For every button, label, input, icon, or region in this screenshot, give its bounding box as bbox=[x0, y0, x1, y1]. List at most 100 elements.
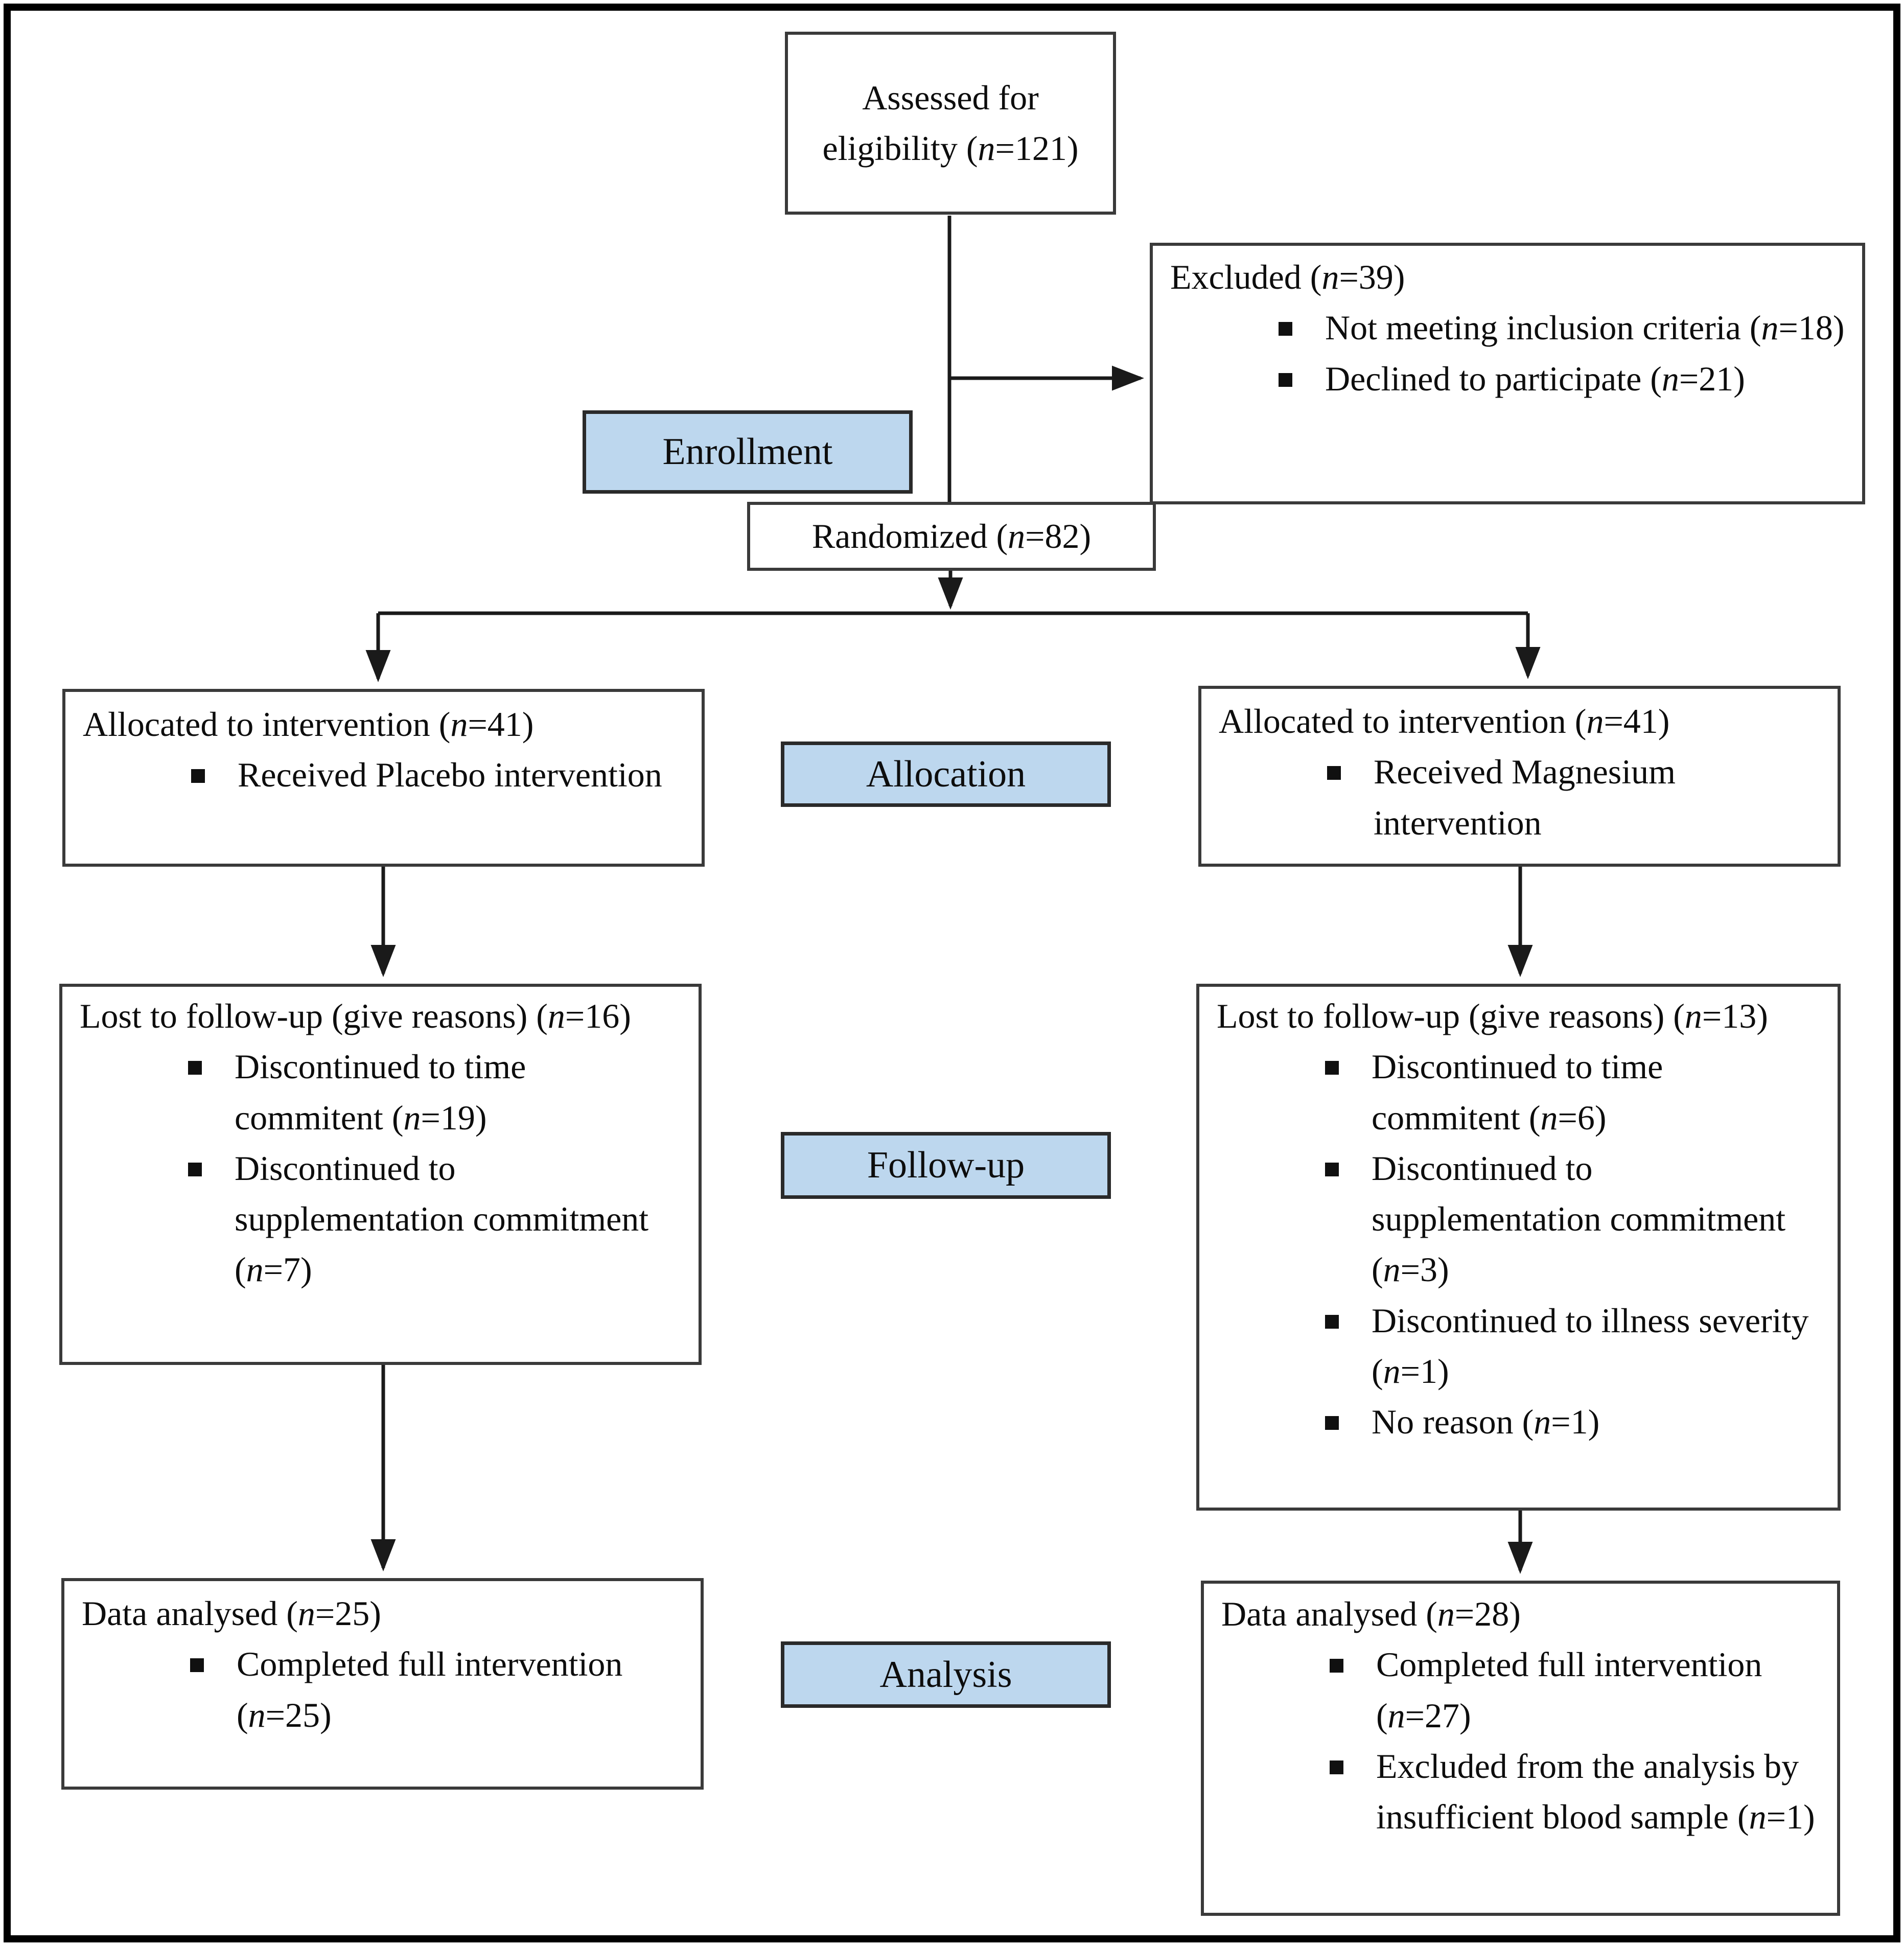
list-item: Discontinued to time commitent (n=6) bbox=[1325, 1041, 1820, 1143]
list-item: Discontinued to supplementation commitme… bbox=[188, 1143, 681, 1295]
text-pre: Received Magnesium intervention bbox=[1374, 752, 1676, 842]
square-bullet-icon bbox=[1325, 1061, 1339, 1075]
square-bullet-icon bbox=[1330, 1760, 1343, 1774]
text-pre: Discontinued to supplementation commitme… bbox=[1372, 1148, 1786, 1289]
followup-placebo-box: Lost to follow-up (give reasons) (n=16) … bbox=[59, 984, 702, 1365]
text-pre: No reason ( bbox=[1372, 1402, 1534, 1442]
followup-title: Lost to follow-up (give reasons) (n=13) bbox=[1217, 991, 1820, 1041]
text-post: =82) bbox=[1025, 516, 1092, 555]
text-post: =6) bbox=[1558, 1098, 1607, 1137]
stage-label-text: Analysis bbox=[879, 1653, 1012, 1696]
text-post: =1) bbox=[1551, 1402, 1600, 1442]
item-text: Completed full intervention (n=25) bbox=[237, 1639, 683, 1741]
n-italic: n bbox=[547, 997, 565, 1035]
list-item: Discontinued to supplementation commitme… bbox=[1325, 1143, 1820, 1295]
n-italic: n bbox=[403, 1098, 421, 1137]
text-pre: Data analysed ( bbox=[82, 1594, 298, 1633]
stage-label-allocation: Allocation bbox=[781, 742, 1111, 807]
text-pre: Lost to follow-up (give reasons) ( bbox=[1217, 997, 1685, 1035]
list-item: Received Magnesium intervention bbox=[1327, 747, 1820, 848]
allocation-placebo-box: Allocated to intervention (n=41) Receive… bbox=[62, 689, 705, 867]
n-italic: n bbox=[1383, 1250, 1401, 1289]
text-pre: Randomized ( bbox=[811, 516, 1008, 555]
list-item: Declined to participate (n=21) bbox=[1279, 354, 1845, 404]
text-pre: Completed full intervention ( bbox=[1376, 1645, 1762, 1735]
list-item: No reason (n=1) bbox=[1325, 1397, 1820, 1447]
n-italic: n bbox=[1749, 1797, 1767, 1837]
excluded-items: Not meeting inclusion criteria (n=18) De… bbox=[1170, 303, 1845, 404]
text-post: =13) bbox=[1702, 997, 1768, 1035]
text-post: =41) bbox=[468, 705, 534, 744]
square-bullet-icon bbox=[1330, 1659, 1343, 1673]
analysis-title: Data analysed (n=28) bbox=[1221, 1589, 1820, 1639]
text-post: =41) bbox=[1604, 702, 1670, 740]
n-italic: n bbox=[1661, 359, 1679, 398]
text-post: =28) bbox=[1454, 1594, 1521, 1633]
text-post: =1) bbox=[1766, 1797, 1815, 1837]
stage-label-enrollment: Enrollment bbox=[583, 410, 913, 494]
allocation-title: Allocated to intervention (n=41) bbox=[83, 699, 684, 750]
item-text: Received Magnesium intervention bbox=[1374, 747, 1820, 848]
item-text: Discontinued to time commitent (n=6) bbox=[1372, 1041, 1820, 1143]
text-pre: Data analysed ( bbox=[1221, 1594, 1437, 1633]
stage-label-analysis: Analysis bbox=[781, 1641, 1111, 1708]
text-post: =27) bbox=[1405, 1696, 1471, 1735]
n-italic: n bbox=[1534, 1402, 1551, 1442]
n-italic: n bbox=[1437, 1594, 1455, 1633]
excluded-box: Excluded (n=39) Not meeting inclusion cr… bbox=[1150, 243, 1865, 504]
text-post: =21) bbox=[1679, 359, 1745, 398]
list-item: Discontinued to time commitent (n=19) bbox=[188, 1041, 681, 1143]
square-bullet-icon bbox=[1327, 766, 1341, 780]
item-text: Completed full intervention (n=27) bbox=[1376, 1639, 1820, 1741]
item-text: Discontinued to time commitent (n=19) bbox=[235, 1041, 681, 1143]
list-item: Completed full intervention (n=25) bbox=[190, 1639, 683, 1741]
n-italic: n bbox=[297, 1594, 315, 1633]
square-bullet-icon bbox=[1325, 1314, 1339, 1329]
text-post: =18) bbox=[1778, 308, 1845, 348]
n-italic: n bbox=[1008, 516, 1026, 555]
item-text: Received Placebo intervention bbox=[238, 750, 662, 800]
n-italic: n bbox=[1684, 997, 1702, 1035]
square-bullet-icon bbox=[188, 1162, 202, 1176]
analysis-placebo-box: Data analysed (n=25) Completed full inte… bbox=[61, 1578, 704, 1790]
text-pre: Assessed for eligibility ( bbox=[822, 78, 1039, 168]
square-bullet-icon bbox=[191, 769, 205, 783]
text-post: =25) bbox=[265, 1695, 332, 1734]
n-italic: n bbox=[246, 1250, 264, 1289]
text-post: =25) bbox=[315, 1594, 381, 1633]
n-italic: n bbox=[978, 129, 995, 168]
text-post: =3) bbox=[1400, 1250, 1449, 1289]
followup-title: Lost to follow-up (give reasons) (n=16) bbox=[80, 991, 681, 1041]
assessed-box: Assessed for eligibility (n=121) bbox=[785, 32, 1116, 215]
allocation-title: Allocated to intervention (n=41) bbox=[1219, 696, 1820, 747]
list-item: Discontinued to illness severity (n=1) bbox=[1325, 1295, 1820, 1397]
text-post: =19) bbox=[421, 1098, 487, 1137]
text-pre: Discontinued to time commitent ( bbox=[1372, 1047, 1663, 1137]
analysis-title: Data analysed (n=25) bbox=[82, 1588, 683, 1639]
item-text: Discontinued to supplementation commitme… bbox=[235, 1143, 681, 1295]
n-italic: n bbox=[248, 1695, 266, 1734]
text-post: =7) bbox=[263, 1250, 312, 1289]
stage-label-text: Follow-up bbox=[867, 1144, 1025, 1186]
list-item: Not meeting inclusion criteria (n=18) bbox=[1279, 303, 1845, 353]
text-pre: Allocated to intervention ( bbox=[1219, 702, 1587, 740]
randomized-box: Randomized (n=82) bbox=[747, 502, 1156, 571]
analysis-magnesium-box: Data analysed (n=28) Completed full inte… bbox=[1201, 1581, 1840, 1916]
analysis-items: Completed full intervention (n=27) Exclu… bbox=[1221, 1639, 1820, 1842]
stage-label-text: Allocation bbox=[866, 753, 1026, 795]
n-italic: n bbox=[1586, 702, 1604, 740]
n-italic: n bbox=[1761, 308, 1779, 348]
text-pre: Discontinued to time commitent ( bbox=[235, 1047, 526, 1137]
n-italic: n bbox=[1383, 1351, 1401, 1391]
text-post: =1) bbox=[1400, 1351, 1449, 1391]
n-italic: n bbox=[1387, 1696, 1405, 1735]
text-pre: Lost to follow-up (give reasons) ( bbox=[80, 997, 548, 1035]
text-pre: Discontinued to illness severity ( bbox=[1372, 1301, 1809, 1391]
n-italic: n bbox=[1321, 258, 1339, 296]
square-bullet-icon bbox=[1325, 1162, 1339, 1176]
allocation-magnesium-box: Allocated to intervention (n=41) Receive… bbox=[1198, 686, 1841, 867]
text-pre: Discontinued to supplementation commitme… bbox=[235, 1148, 649, 1289]
followup-items: Discontinued to time commitent (n=6) Dis… bbox=[1217, 1041, 1820, 1447]
